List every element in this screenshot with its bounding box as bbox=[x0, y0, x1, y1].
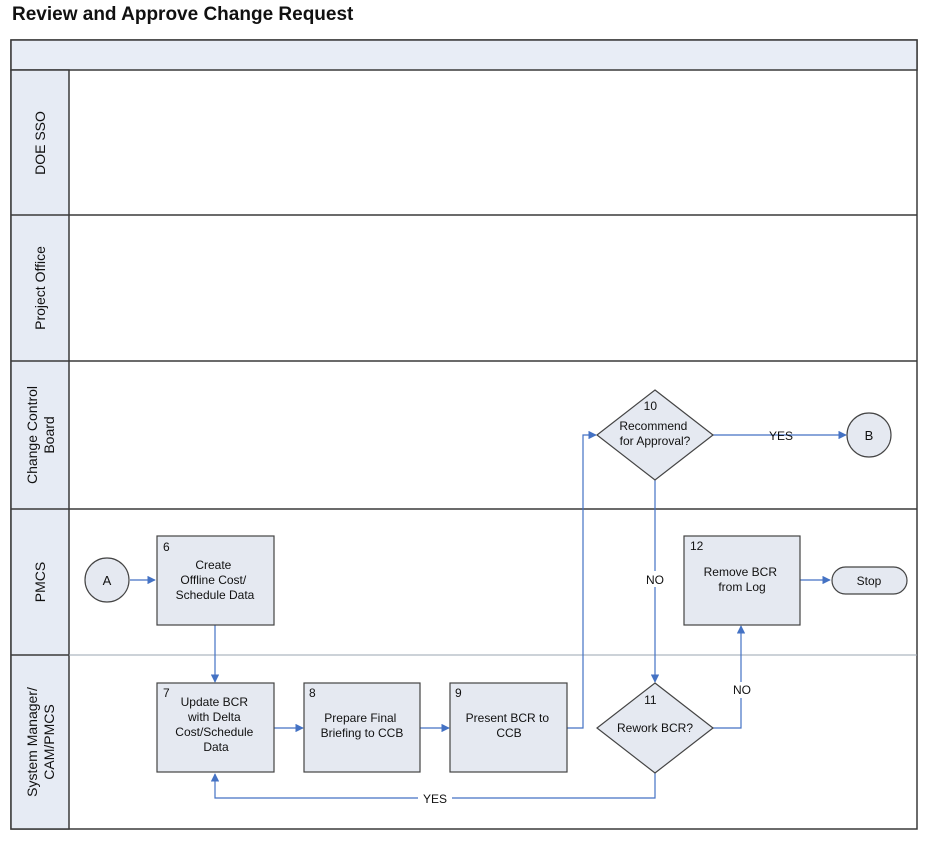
lane-label-system-manager: System Manager/ CAM/PMCS bbox=[24, 687, 57, 797]
step-7-line: Data bbox=[203, 740, 229, 754]
decision-11-number: 11 bbox=[644, 693, 657, 707]
lane-label-pmcs: PMCS bbox=[32, 562, 48, 602]
edge-label-yes-rework: YES bbox=[423, 792, 447, 806]
step-7-label: Update BCR with Delta Cost/Schedule Data bbox=[175, 695, 256, 754]
lane-label-column bbox=[10, 69, 70, 830]
lane-label-doe-sso: DOE SSO bbox=[32, 111, 48, 175]
decision-11-label: 11 Rework BCR? bbox=[617, 693, 693, 735]
edge-label-no-to-12: NO bbox=[733, 683, 751, 697]
edge-11-to-12 bbox=[713, 625, 746, 729]
step-6-number: 6 bbox=[163, 540, 170, 554]
step-8-label: Prepare Final Briefing to CCB bbox=[321, 711, 404, 740]
step-9-line: Present BCR to bbox=[466, 711, 550, 725]
edge-label-yes-to-b: YES bbox=[769, 429, 793, 443]
step-12-box bbox=[683, 535, 801, 626]
step-12-line: from Log bbox=[718, 580, 765, 594]
connector-b-label: B bbox=[865, 428, 874, 443]
step-6-box bbox=[156, 535, 275, 626]
step-9-line: CCB bbox=[496, 726, 521, 740]
edge-label-bg bbox=[418, 791, 452, 806]
step-6-line: Create bbox=[195, 558, 231, 572]
decision-11-line: Rework BCR? bbox=[617, 721, 693, 735]
step-7-line: Update BCR bbox=[181, 695, 249, 709]
step-12-line: Remove BCR bbox=[704, 565, 778, 579]
step-7-number: 7 bbox=[163, 686, 170, 700]
step-6-line: Schedule Data bbox=[176, 588, 255, 602]
connector-a bbox=[84, 557, 130, 603]
step-7-box bbox=[156, 682, 275, 773]
pool-header bbox=[10, 39, 918, 71]
step-8-line: Briefing to CCB bbox=[321, 726, 404, 740]
stop-terminator bbox=[831, 566, 908, 595]
decision-10-number: 10 bbox=[644, 399, 658, 413]
step-12-label: Remove BCR from Log bbox=[704, 565, 781, 594]
decision-10-label: 10 Recommend for Approval? bbox=[619, 399, 690, 448]
decision-10-diamond bbox=[596, 389, 714, 481]
lane-label-sm-line2: CAM/PMCS bbox=[41, 704, 57, 779]
lane-label-ccb-line2: Board bbox=[41, 416, 57, 453]
decision-11-diamond bbox=[596, 682, 714, 774]
decision-10-line: for Approval? bbox=[620, 434, 691, 448]
step-9-number: 9 bbox=[455, 686, 462, 700]
edge-label-no-to-11: NO bbox=[646, 573, 664, 587]
step-6-label: Create Offline Cost/ Schedule Data bbox=[176, 558, 255, 602]
edge-9-to-10 bbox=[567, 430, 597, 729]
page-title: Review and Approve Change Request bbox=[12, 4, 354, 25]
step-8-number: 8 bbox=[309, 686, 316, 700]
step-12-number: 12 bbox=[690, 539, 704, 553]
step-6-line: Offline Cost/ bbox=[180, 573, 246, 587]
connector-b bbox=[846, 412, 892, 458]
lane-label-project-office: Project Office bbox=[32, 246, 48, 330]
lane-label-sm-line1: System Manager/ bbox=[24, 687, 40, 797]
lane-label-ccb-line1: Change Control bbox=[24, 386, 40, 484]
step-8-box bbox=[303, 682, 421, 773]
stop-label: Stop bbox=[857, 574, 882, 588]
step-8-line: Prepare Final bbox=[324, 711, 396, 725]
edge-label-bg bbox=[640, 571, 670, 587]
lane-label-change-control-board: Change Control Board bbox=[24, 386, 57, 484]
connector-a-label: A bbox=[103, 573, 112, 588]
step-9-label: Present BCR to CCB bbox=[466, 711, 553, 740]
decision-10-line: Recommend bbox=[619, 419, 687, 433]
step-7-line: with Delta bbox=[187, 710, 241, 724]
step-7-line: Cost/Schedule bbox=[175, 725, 253, 739]
edge-label-bg bbox=[728, 682, 756, 698]
step-9-box bbox=[449, 682, 568, 773]
